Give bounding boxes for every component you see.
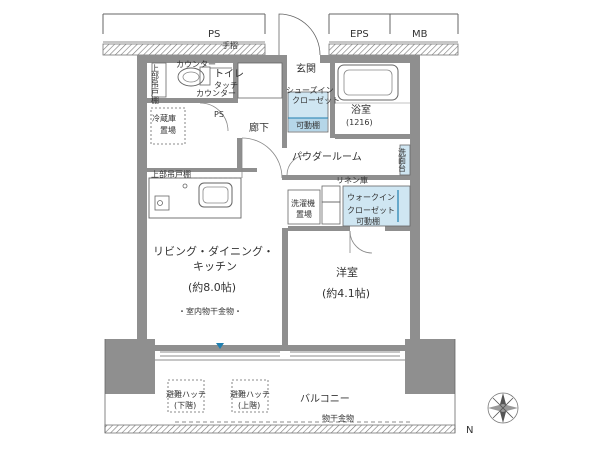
label-laundry-1: 洗濯機 <box>291 198 315 208</box>
label-mb: MB <box>412 29 428 40</box>
label-bath-size: (1216) <box>346 118 373 127</box>
label-compass-n: N <box>466 425 473 436</box>
label-indoor-drying: ・室内物干金物・ <box>178 306 242 316</box>
label-upper-cabinet-v: 上部吊戸棚 <box>151 64 160 105</box>
interior-walls <box>147 63 410 345</box>
label-corridor: 廊下 <box>249 121 269 134</box>
label-western-size: (約4.1帖) <box>322 286 370 300</box>
label-western-room: 洋室 <box>336 265 358 279</box>
label-washbasin: 洗面台 <box>398 147 407 173</box>
label-bath: 浴室 <box>351 103 371 116</box>
label-linen: リネン庫 <box>336 175 368 185</box>
label-hatch-2b: (上階) <box>238 400 260 410</box>
toilet-area <box>151 62 283 132</box>
label-walkin-1: ウォークイン <box>347 193 395 202</box>
label-powder-room: パウダールーム <box>292 150 362 163</box>
label-entrance: 玄関 <box>296 62 316 75</box>
label-ldk-size: (約8.0帖) <box>188 280 236 294</box>
powder-room <box>286 144 411 176</box>
label-laundry-2: 置場 <box>296 209 312 219</box>
label-ps-top: PS <box>208 29 220 40</box>
label-eps: EPS <box>350 29 369 40</box>
label-touch-1: タッチ <box>214 81 238 90</box>
label-ldk-2: キッチン <box>193 260 237 273</box>
walkin-closet <box>342 185 411 254</box>
label-ldk-1: リビング・ダイニング・ <box>153 244 274 258</box>
top-exterior <box>102 13 459 56</box>
label-hatch-1b: (下階) <box>174 400 196 410</box>
bath <box>335 64 410 104</box>
fridge-space <box>150 107 186 145</box>
windows <box>160 343 400 357</box>
label-drying-rack: 物干金物 <box>322 413 354 423</box>
shoes-in-closet <box>287 91 329 133</box>
laundry-area <box>287 185 341 225</box>
label-walkin-2: クローゼット <box>347 205 395 215</box>
label-shoes-1: シューズイン <box>286 85 334 95</box>
label-counter: カウンター <box>176 60 216 69</box>
label-movable-shelf-1: 可動棚 <box>296 120 320 130</box>
label-balcony: バルコニー <box>300 393 350 405</box>
kitchen-counter <box>148 177 242 219</box>
outer-walls <box>137 55 420 351</box>
compass-icon <box>487 392 519 424</box>
label-fridge-1: 冷蔵庫 <box>152 113 176 123</box>
label-upper-cabinet: 上部吊戸棚 <box>151 169 191 179</box>
label-handrail: 手摺 <box>222 40 238 50</box>
label-touch-2: カウンター <box>196 89 236 98</box>
label-hatch-1a: 避難ハッチ <box>166 389 206 399</box>
label-movable-shelf-2: 可動棚 <box>356 216 380 226</box>
label-hatch-2a: 避難ハッチ <box>230 389 270 399</box>
label-shoes-2: クローゼット <box>292 95 340 105</box>
label-fridge-2: 置場 <box>160 125 176 135</box>
label-ps-mid: PS <box>214 110 224 119</box>
corridor-door <box>241 137 283 179</box>
label-toilet: トイレ <box>214 69 244 80</box>
labels: PS 手摺 EPS MB 上部吊戸棚 カウンター トイレ タッチ カウンター P… <box>151 29 474 436</box>
balcony <box>104 339 456 434</box>
